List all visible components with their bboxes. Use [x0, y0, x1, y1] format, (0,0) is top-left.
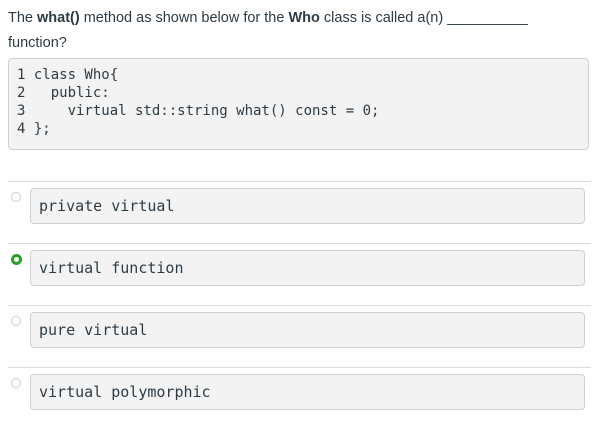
- code-line: 3 virtual std::string what() const = 0;: [17, 103, 380, 119]
- divider: [8, 181, 591, 182]
- option-radio[interactable]: [11, 192, 21, 202]
- code-line: 2 public:: [17, 85, 110, 101]
- answer-option[interactable]: private virtual: [30, 188, 585, 224]
- question-part: function?: [8, 35, 67, 51]
- question-part: The: [8, 10, 38, 26]
- option-radio-selected[interactable]: [11, 254, 22, 265]
- code-block: 1 class Who{2 public:3 virtual std::stri…: [8, 58, 589, 150]
- question-part: method as shown below for the: [79, 10, 289, 26]
- divider: [8, 367, 591, 368]
- answer-option[interactable]: virtual function: [30, 250, 585, 286]
- question-method: what(): [37, 10, 80, 26]
- divider: [8, 305, 591, 306]
- answer-option[interactable]: virtual polymorphic: [30, 374, 585, 410]
- option-radio[interactable]: [11, 378, 21, 388]
- code-line: 4 };: [17, 121, 51, 137]
- divider: [8, 243, 591, 244]
- option-radio[interactable]: [11, 316, 21, 326]
- code-line: 1 class Who{: [17, 67, 119, 83]
- answer-option[interactable]: pure virtual: [30, 312, 585, 348]
- question-class: Who: [288, 10, 320, 26]
- question-text: The what() method as shown below for the…: [8, 6, 598, 56]
- question-part: class is called a(n) __________: [319, 10, 528, 26]
